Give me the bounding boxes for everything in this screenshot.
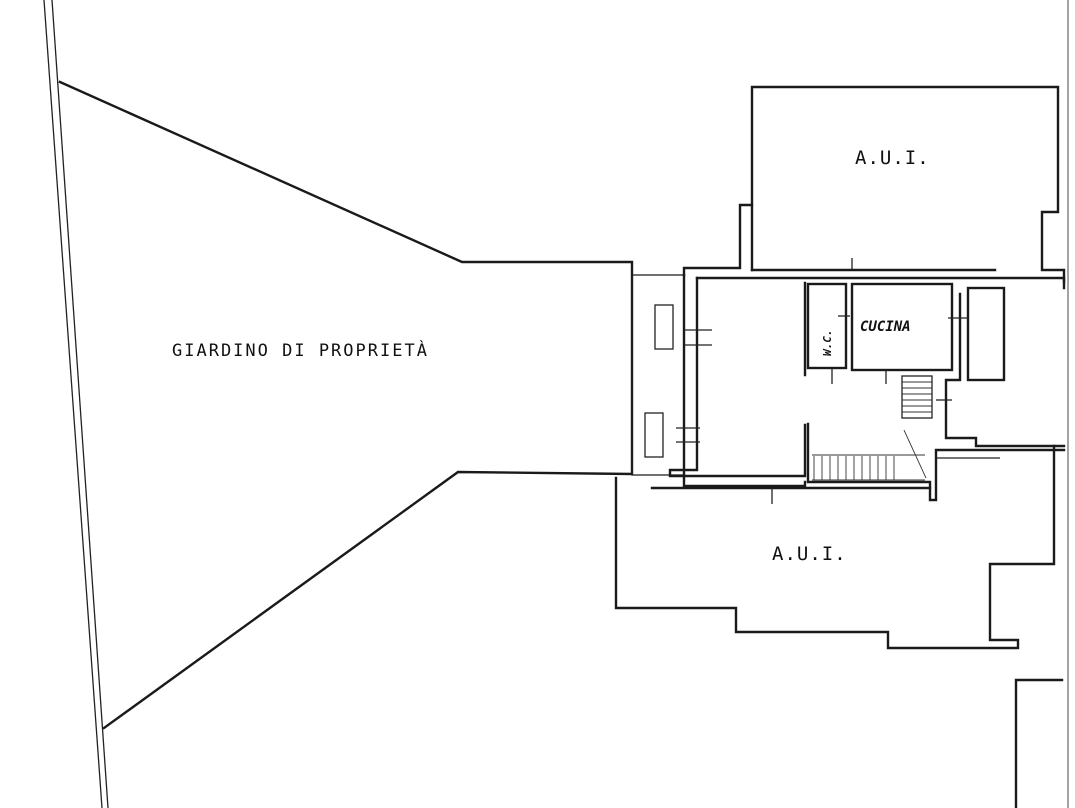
kitchen-label: CUCINA xyxy=(860,319,911,335)
porch-window-top xyxy=(654,304,674,350)
aui-top-left-step xyxy=(682,203,754,277)
aui-bottom-label: A.U.I. xyxy=(772,543,847,565)
bottom-right-building xyxy=(1014,678,1064,808)
apartment-outer-wall xyxy=(682,273,807,488)
left-boundary-line xyxy=(43,0,103,808)
garden-label: GIARDINO DI PROPRIETÀ xyxy=(172,339,429,361)
stair-lower-treads xyxy=(812,429,927,481)
right-corridor-wall xyxy=(944,292,1066,448)
wc-room-outline xyxy=(806,282,848,370)
garden-outline xyxy=(58,80,634,730)
porch-window-bottom xyxy=(644,412,664,458)
kitchen-room-outline xyxy=(850,282,954,372)
stair-upper-treads xyxy=(902,381,932,413)
stair-enclosure xyxy=(806,422,1066,502)
right-side-box xyxy=(966,286,1006,382)
stair-upper xyxy=(901,375,933,419)
wc-label: W.C. xyxy=(821,330,834,357)
left-boundary-line-2 xyxy=(51,0,109,808)
aui-top-outline xyxy=(750,85,1066,284)
aui-top-label: A.U.I. xyxy=(855,147,930,169)
apartment-top-wall xyxy=(695,276,1066,290)
aui-bottom-outline xyxy=(614,444,1056,650)
living-room-walls xyxy=(668,276,807,478)
door-marks xyxy=(676,315,968,443)
